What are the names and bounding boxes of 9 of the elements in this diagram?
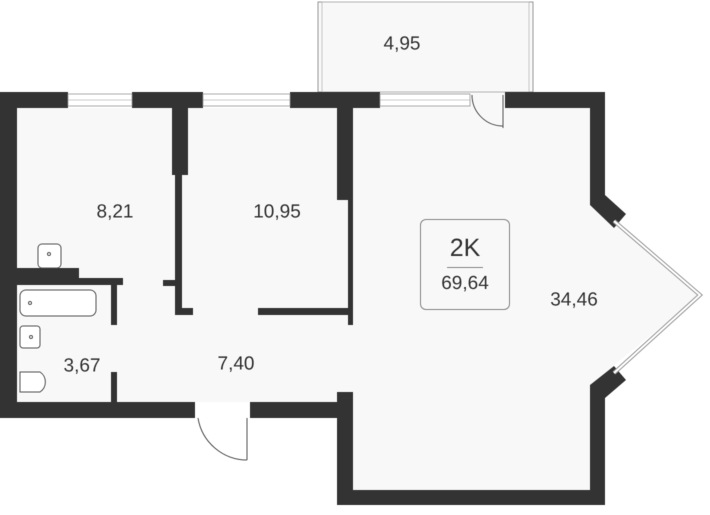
room-area-label: 4,95 <box>384 34 420 54</box>
total-area-label: 69,64 <box>441 274 489 293</box>
room-area-label: 34,46 <box>550 290 598 310</box>
room-area-label: 10,95 <box>253 202 301 222</box>
room-area-label: 3,67 <box>64 356 100 376</box>
apartment-type-label: 2K <box>450 236 480 261</box>
room-area-label: 8,21 <box>96 202 134 222</box>
apartment-summary-card <box>420 219 510 310</box>
room-area-label: 7,40 <box>218 354 254 374</box>
